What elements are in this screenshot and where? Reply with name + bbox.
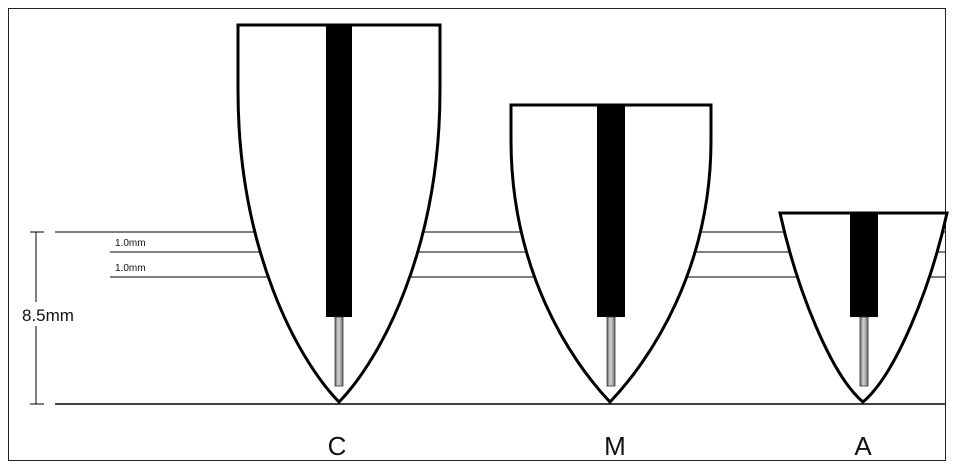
dimension-label-bg: [16, 302, 86, 326]
shape-m-tip: [606, 316, 616, 387]
shape-a-rod: [850, 213, 878, 317]
shape-a-tip: [859, 316, 869, 387]
interval-bottom-label: 1.0mm: [115, 263, 146, 274]
shape-m-label: M: [604, 431, 626, 461]
shape-a: [778, 211, 949, 404]
total-depth-label: 8.5mm: [22, 306, 74, 325]
shape-m-rod: [597, 105, 625, 317]
shape-c: [236, 23, 442, 405]
shape-c-label: C: [328, 431, 347, 461]
shape-m: [509, 103, 713, 405]
shape-c-tip: [334, 316, 344, 387]
shape-c-rod: [326, 25, 352, 317]
interval-top-label: 1.0mm: [115, 238, 146, 249]
shape-a-label: A: [854, 431, 872, 461]
